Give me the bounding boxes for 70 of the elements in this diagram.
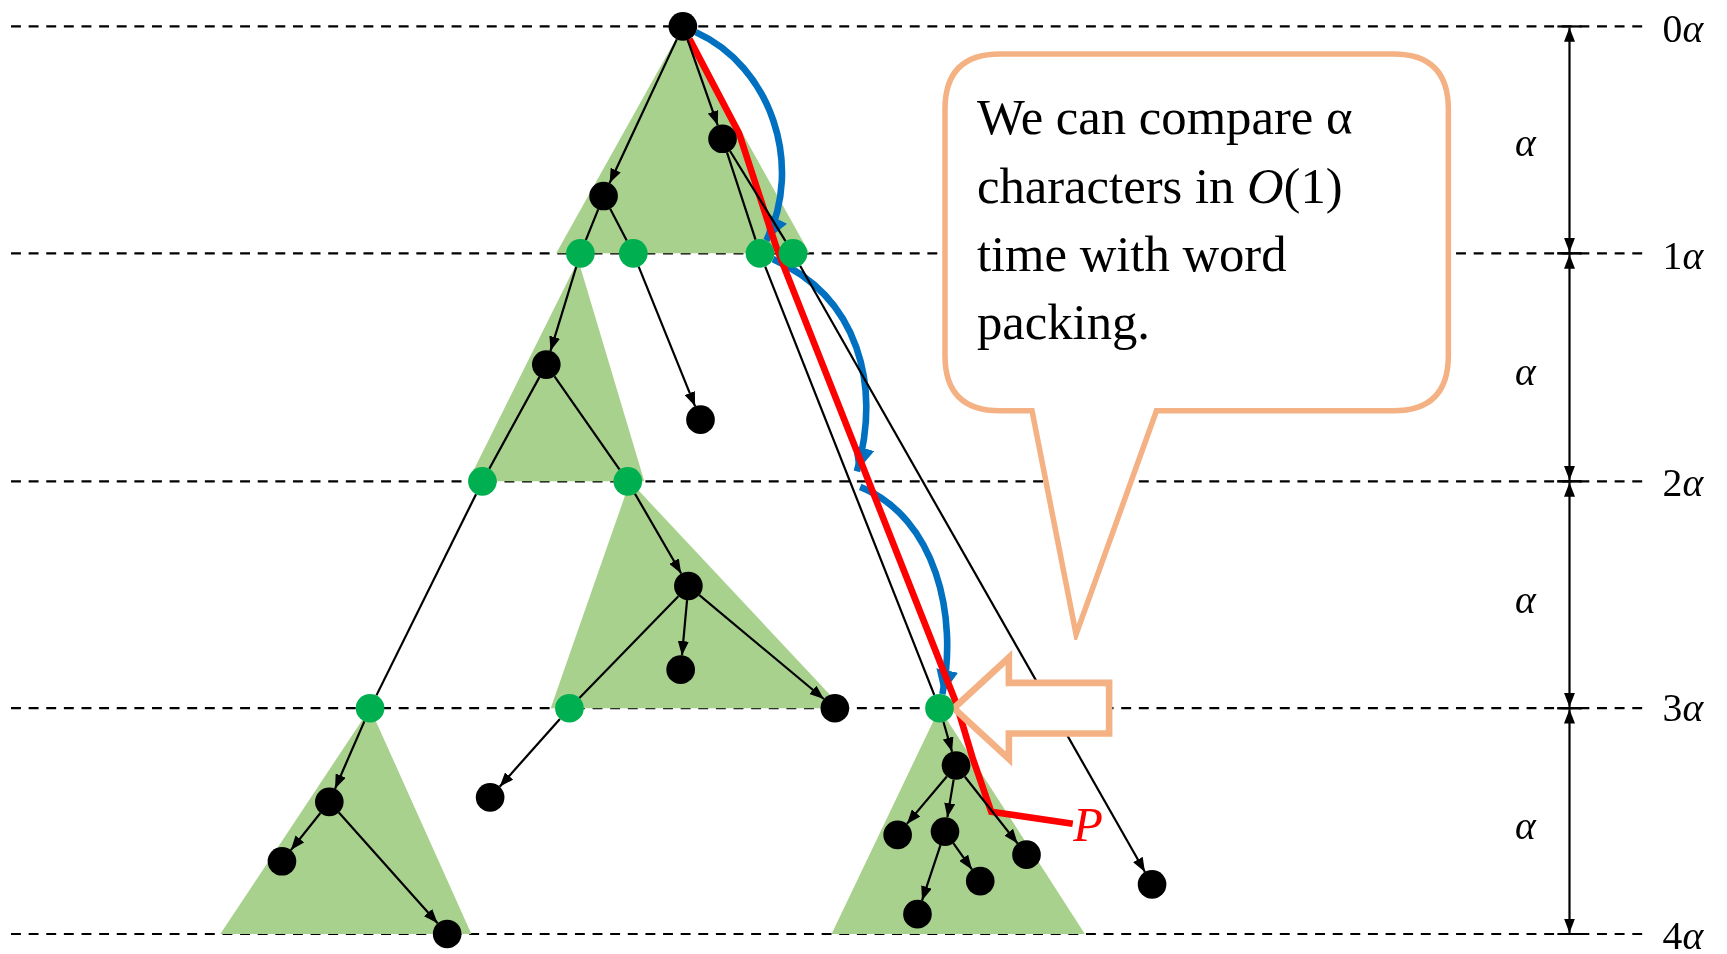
- arrow: [964, 776, 1019, 845]
- tree-node: [820, 693, 850, 723]
- curved-arrow: [694, 29, 786, 242]
- boundary-node: [613, 467, 643, 496]
- tree-node: [475, 783, 505, 812]
- tree-node: [708, 124, 737, 154]
- line: [764, 266, 936, 696]
- dimension-label: α: [1515, 123, 1536, 163]
- arrow: [549, 266, 578, 352]
- tree-node: [941, 751, 971, 780]
- arrow: [906, 775, 948, 825]
- line: [375, 493, 478, 696]
- boundary-node: [355, 693, 385, 723]
- level-label: 2α: [1662, 462, 1704, 503]
- tree-node: [1137, 870, 1167, 899]
- dimension-label: α: [1515, 806, 1536, 846]
- curved-arrow: [771, 256, 874, 473]
- line: [609, 208, 628, 242]
- boundary-node: [555, 693, 584, 723]
- boundary-node: [745, 239, 775, 268]
- arrow: [498, 718, 561, 788]
- callout-text: We can compare α characters in O(1) time with word packing.: [976, 88, 1354, 353]
- level-label: 3α: [1662, 688, 1704, 729]
- highlighted-path: [686, 37, 1074, 828]
- tree-node: [666, 655, 695, 684]
- boundary-node: [566, 239, 595, 268]
- tree-node: [1012, 840, 1041, 869]
- line: [729, 150, 787, 242]
- boundary-node: [619, 239, 648, 268]
- arrow: [634, 493, 683, 575]
- curved-arrow: [858, 483, 958, 695]
- level-label: 0α: [1662, 8, 1704, 49]
- arrow: [290, 812, 322, 851]
- line: [578, 595, 680, 699]
- tree-node: [674, 571, 703, 601]
- level-label: 4α: [1662, 916, 1704, 954]
- line: [584, 208, 600, 241]
- arrow: [608, 38, 678, 184]
- dimension-label: α: [1515, 580, 1536, 621]
- dimension-label: α: [1515, 352, 1536, 393]
- arrow: [637, 266, 697, 407]
- path-label: P: [1073, 801, 1103, 851]
- line: [553, 375, 621, 471]
- arrow: [944, 779, 956, 818]
- tree-node: [589, 181, 618, 211]
- boundary-node: [925, 693, 954, 723]
- arrow: [920, 844, 942, 901]
- level-label: 1α: [1662, 235, 1704, 276]
- arrow: [686, 39, 719, 126]
- arrow: [942, 721, 954, 753]
- tree-node: [315, 787, 344, 817]
- tree-node: [965, 866, 995, 896]
- boundary-node: [778, 239, 808, 268]
- arrow: [799, 265, 1146, 873]
- tree-node: [267, 847, 297, 876]
- tree-node: [668, 12, 698, 41]
- arrow: [677, 600, 689, 656]
- line: [725, 152, 757, 241]
- tree-node: [883, 820, 912, 850]
- line: [488, 376, 541, 470]
- tree-node: [432, 919, 462, 949]
- arrow: [698, 594, 825, 700]
- arrow: [338, 811, 439, 925]
- tree-node: [686, 405, 715, 434]
- arrow: [952, 842, 973, 871]
- tree-node: [930, 817, 960, 846]
- arrow: [334, 720, 366, 790]
- tree-node: [903, 899, 932, 929]
- boundary-node: [468, 467, 497, 496]
- tree-node: [532, 350, 561, 379]
